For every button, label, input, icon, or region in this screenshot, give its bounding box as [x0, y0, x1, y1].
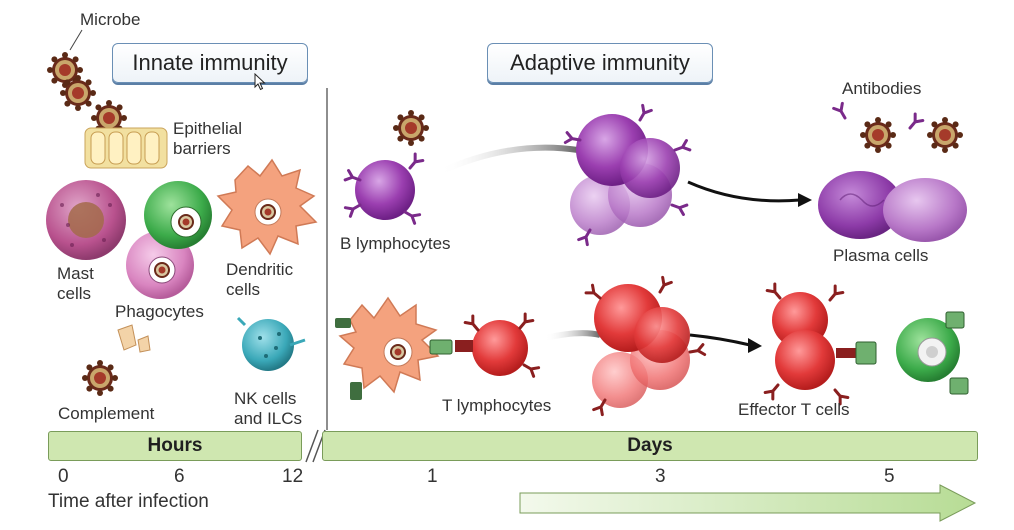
mast-label-1: Mast [57, 264, 94, 283]
adaptive-immunity-header: Adaptive immunity [487, 43, 713, 83]
epithelial-label-1: Epithelial [173, 119, 242, 138]
tick-6h: 6 [174, 466, 185, 487]
t-lymphocyte [455, 312, 541, 378]
microbe-label: Microbe [80, 10, 141, 29]
complement [82, 324, 151, 396]
tick-0h: 0 [58, 466, 69, 487]
mast-label-2: cells [57, 284, 92, 303]
mast-cell [46, 180, 126, 260]
time-arrow [519, 484, 977, 522]
target-cell [896, 311, 969, 395]
days-label: Days [627, 435, 673, 456]
hours-label: Hours [147, 435, 203, 456]
dendritic-label-2: cells [226, 280, 261, 299]
antibodies-label: Antibodies [842, 79, 922, 98]
tick-12h: 12 [282, 466, 304, 487]
plasma-cells-label: Plasma cells [833, 246, 929, 265]
innate-immunity-label: Innate immunity [132, 50, 288, 75]
phagocytes-label: Phagocytes [115, 302, 204, 321]
effector-t-cells [763, 282, 877, 406]
effector-t-cells-label: Effector T cells [738, 400, 850, 419]
dendritic-label-1: Dendritic [226, 260, 294, 279]
proliferating-b-cells [563, 103, 692, 247]
b-lymphocyte [343, 110, 429, 225]
plasma-cells [818, 171, 967, 242]
epithelial-label-2: barriers [173, 139, 231, 158]
b-lymphocytes-label: B lymphocytes [340, 234, 451, 253]
tick-5d: 5 [884, 466, 895, 487]
dendritic-cell [216, 158, 318, 256]
antibodies [832, 101, 963, 153]
tick-1d: 1 [427, 466, 438, 487]
adaptive-immunity-label: Adaptive immunity [510, 50, 690, 75]
proliferating-t-cells [584, 275, 707, 417]
complement-label: Complement [58, 404, 155, 423]
nk-label-1: NK cells [234, 389, 297, 408]
tick-3d: 3 [655, 466, 666, 487]
nk-cell [236, 316, 306, 371]
time-axis-title: Time after infection [48, 491, 209, 512]
antigen-presenting-cell [335, 296, 453, 400]
t-lymphocytes-label: T lymphocytes [442, 396, 552, 415]
innate-immunity-header: Innate immunity [112, 43, 308, 83]
epithelial-barrier [84, 127, 168, 169]
mouse-cursor-icon [254, 73, 266, 91]
phagocytes [126, 181, 212, 299]
hours-bar: Hours [48, 431, 302, 461]
nk-label-2: and ILCs [234, 409, 303, 428]
days-bar: Days [322, 431, 978, 461]
